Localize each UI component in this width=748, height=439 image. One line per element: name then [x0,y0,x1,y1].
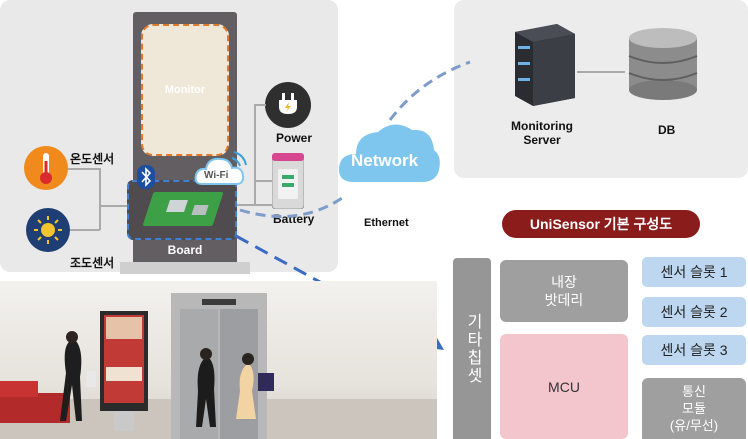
comm-module-line3: (유/무선) [669,418,719,433]
monitoring-server-label-line2: Server [523,133,561,147]
connector-line [254,104,266,106]
internal-battery-block: 내장 밧데리 [500,260,628,322]
server-db-connector [577,71,625,73]
connector-line [99,205,127,207]
connector-line [254,180,272,182]
sensor-slot-2: 센서 슬롯 2 [642,297,746,327]
monitor-label: Monitor [164,84,206,96]
lobby-photo [0,281,437,439]
monitor-area [141,24,229,156]
connector-line [99,168,101,230]
network-label: Network [351,151,419,170]
mcu-block: MCU [500,334,628,439]
wifi-cloud-icon [194,150,250,188]
temperature-sensor-label: 온도센서 [70,152,115,166]
sensor-slot-3: 센서 슬롯 3 [642,335,746,365]
connector-line [254,104,256,204]
power-plug-icon [265,82,311,128]
database-icon [625,26,701,100]
connector-line [68,168,100,170]
ethernet-label: Ethernet [364,217,409,229]
bluetooth-icon [137,165,155,189]
internal-battery-line1: 내장 [551,274,577,290]
comm-module-line2: 모듈 [682,401,706,416]
connector-line [237,204,272,206]
thermometer-icon [24,146,68,190]
wifi-label: Wi-Fi [204,170,229,181]
other-chipset-bar: 기타칩셋 [453,258,491,439]
comm-module-block: 통신 모듈 (유/무선) [642,378,746,439]
monitoring-server-label: Monitoring Server [496,119,588,147]
server-icon [505,22,577,106]
lobby-illustration [0,293,437,439]
server-panel [454,0,748,178]
monitoring-server-label-line1: Monitoring [511,119,573,133]
kiosk-base [120,262,250,274]
illuminance-sensor-label: 조도센서 [70,256,115,270]
internal-battery-line2: 밧데리 [544,292,584,308]
db-label: DB [658,123,676,137]
comm-module-line1: 통신 [682,384,706,399]
sun-icon [26,208,70,252]
network-cloud-icon [336,116,442,188]
power-label: Power [276,131,313,145]
battery-icon [271,153,305,210]
sensor-slot-1: 센서 슬롯 1 [642,257,746,287]
unisensor-title: UniSensor 기본 구성도 [502,210,700,238]
board-label: Board [167,243,203,257]
connector-line [70,229,100,231]
